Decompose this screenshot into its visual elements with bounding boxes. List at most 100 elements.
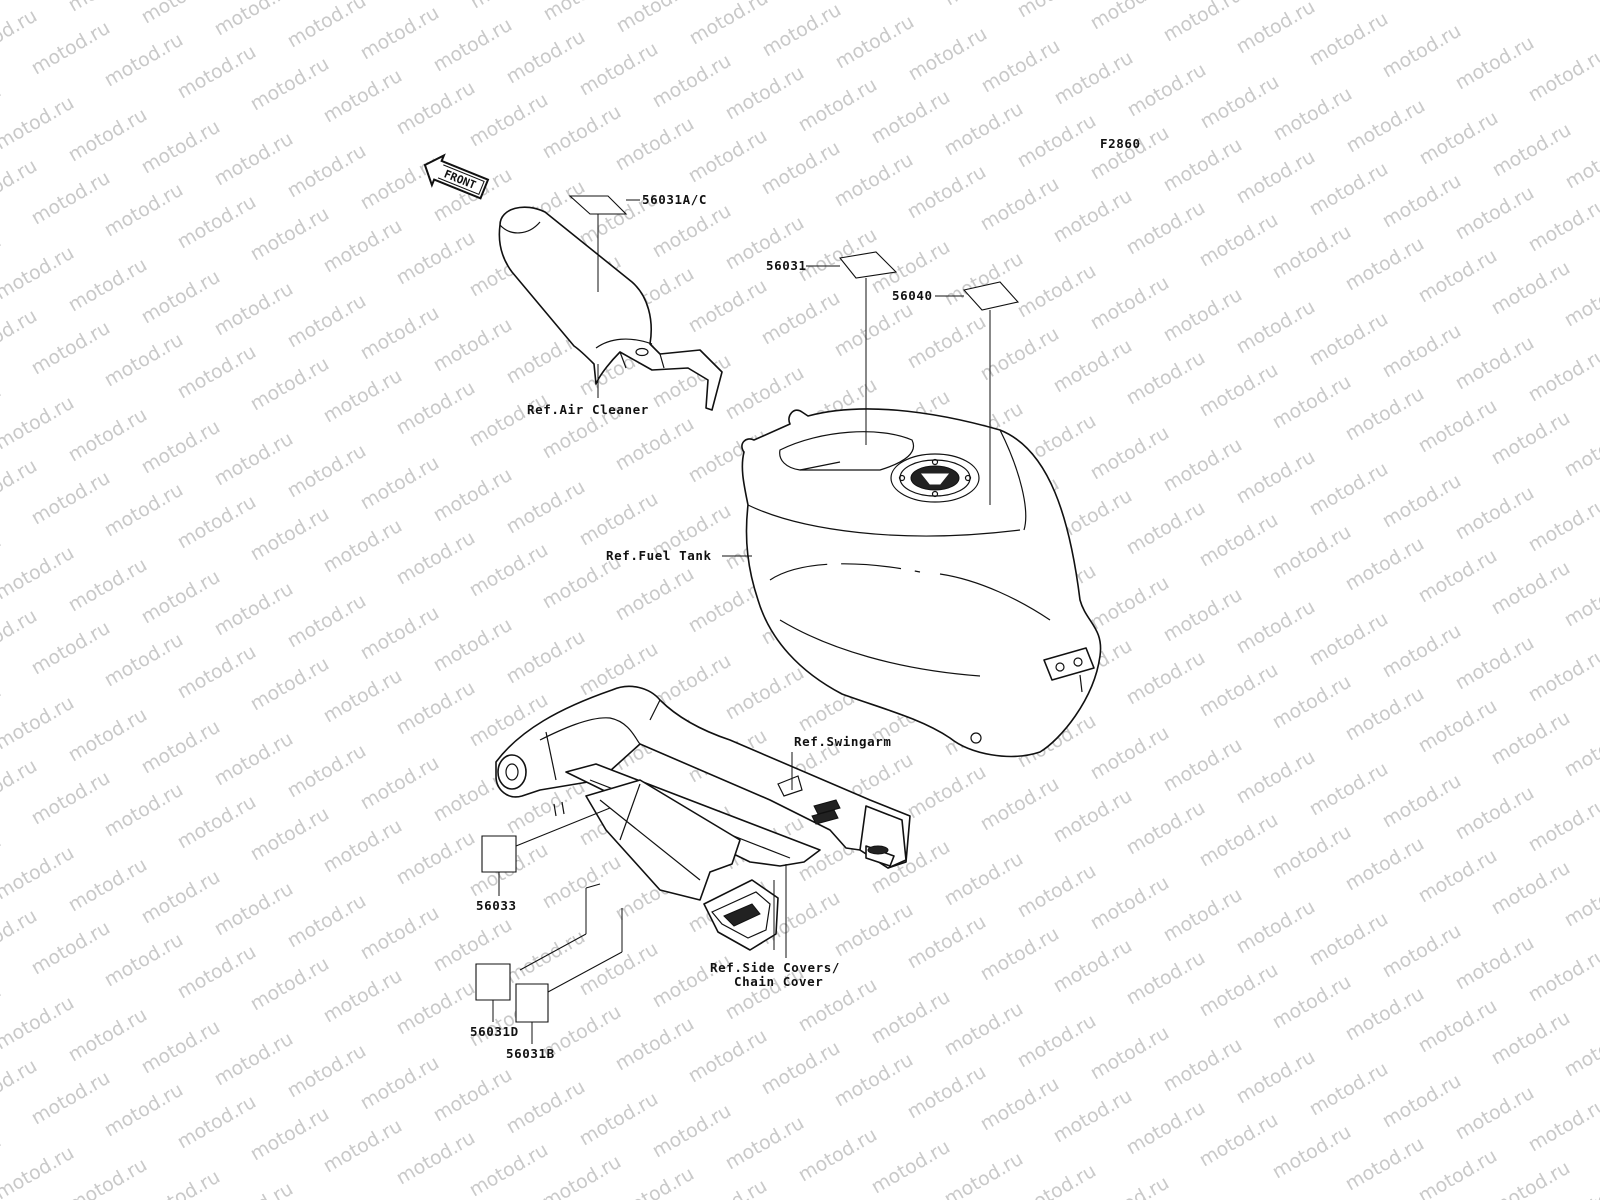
watermark-text: motod.ru — [174, 491, 260, 554]
watermark-text: motod.ru — [1050, 335, 1136, 398]
watermark-text: motod.ru — [1415, 845, 1501, 908]
watermark-text: motod.ru — [357, 452, 443, 515]
watermark-text: motod.ru — [394, 0, 480, 1]
watermark-text: motod.ru — [977, 1073, 1063, 1136]
sticker-56033 — [481, 835, 517, 873]
watermark-text: motod.ru — [284, 440, 370, 503]
watermark-text: motod.ru — [1050, 185, 1136, 248]
watermark-text: motod.ru — [101, 1079, 187, 1142]
watermark-text: motod.ru — [320, 665, 406, 728]
watermark-text: motod.ru — [211, 578, 297, 641]
watermark-text: motod.ru — [466, 389, 552, 452]
watermark-text: motod.ru — [320, 515, 406, 578]
sticker-56031 — [838, 251, 898, 279]
watermark-text: motod.ru — [174, 641, 260, 704]
watermark-text: motod.ru — [320, 65, 406, 128]
part-label-56033: 56033 — [476, 898, 517, 913]
watermark-text: motod.ru — [1233, 1046, 1319, 1109]
watermark-text: motod.ru — [0, 242, 78, 305]
watermark-text: motod.ru — [1087, 1022, 1173, 1085]
watermark-text: motod.ru — [247, 803, 333, 866]
watermark-text: motod.ru — [247, 953, 333, 1016]
watermark-text: motod.ru — [977, 773, 1063, 836]
watermark-text: motod.ru — [0, 992, 78, 1055]
watermark-text: motod.ru — [1269, 521, 1355, 584]
watermark-text: motod.ru — [832, 11, 918, 74]
ref-swingarm-label: Ref.Swingarm — [794, 734, 892, 749]
watermark-text: motod.ru — [0, 392, 78, 455]
watermark-text: motod.ru — [1233, 0, 1319, 58]
watermark-text: motod.ru — [1342, 533, 1428, 596]
watermark-text: motod.ru — [211, 878, 297, 941]
watermark-text: motod.ru — [393, 227, 479, 290]
watermark-text: motod.ru — [1525, 944, 1600, 1007]
watermark-text: motod.ru — [758, 287, 844, 350]
watermark-text: motod.ru — [1233, 146, 1319, 209]
watermark-text: motod.ru — [211, 728, 297, 791]
watermark-text: motod.ru — [795, 1124, 881, 1187]
watermark-text: motod.ru — [1160, 734, 1246, 797]
watermark-text: motod.ru — [1416, 107, 1502, 170]
watermark-text: motod.ru — [357, 1052, 443, 1115]
watermark-text: motod.ru — [612, 413, 698, 476]
watermark-text: motod.ru — [503, 926, 589, 989]
watermark-text: motod.ru — [174, 341, 260, 404]
watermark-text: motod.ru — [28, 1067, 114, 1130]
watermark-text: motod.ru — [284, 590, 370, 653]
watermark-text: motod.ru — [539, 851, 625, 914]
watermark-text: motod.ru — [28, 467, 114, 530]
watermark-text: motod.ru — [831, 899, 917, 962]
watermark-text: motod.ru — [28, 767, 114, 830]
watermark-text: motod.ru — [759, 0, 845, 61]
watermark-text: motod.ru — [576, 938, 662, 1001]
watermark-text: motod.ru — [612, 113, 698, 176]
watermark-text: motod.ru — [138, 116, 224, 179]
watermark-text: motod.ru — [540, 0, 626, 25]
watermark-text: motod.ru — [941, 848, 1027, 911]
watermark-text: motod.ru — [1525, 494, 1600, 557]
watermark-text: motod.ru — [430, 614, 516, 677]
watermark-text: motod.ru — [1196, 1109, 1282, 1172]
watermark-text: motod.ru — [1343, 95, 1429, 158]
watermark-text: motod.ru — [211, 128, 297, 191]
watermark-text: motod.ru — [357, 902, 443, 965]
watermark-text: motod.ru — [1160, 134, 1246, 197]
watermark-text: motod.ru — [174, 941, 260, 1004]
watermark-text: motod.ru — [174, 41, 260, 104]
sticker-56040 — [962, 281, 1020, 311]
swingarm — [495, 685, 911, 951]
watermark-text: motod.ru — [685, 125, 771, 188]
air-cleaner-duct — [498, 206, 723, 411]
watermark-text: motod.ru — [649, 200, 735, 263]
watermark-text: motod.ru — [685, 275, 771, 338]
watermark-text: motod.ru — [1379, 1070, 1465, 1133]
watermark-text: motod.ru — [1379, 620, 1465, 683]
watermark-text: motod.ru — [357, 752, 443, 815]
watermark-text: motod.ru — [831, 149, 917, 212]
watermark-text: motod.ru — [1525, 44, 1600, 107]
watermark-text: motod.ru — [1123, 947, 1209, 1010]
watermark-text: motod.ru — [649, 1100, 735, 1163]
watermark-text: motod.ru — [1197, 71, 1283, 134]
watermark-text: motod.ru — [1379, 20, 1465, 83]
watermark-text: motod.ru — [1014, 860, 1100, 923]
fuel-tank — [741, 408, 1102, 758]
watermark-text: motod.ru — [904, 161, 990, 224]
watermark-text: motod.ru — [1050, 1085, 1136, 1148]
watermark-text: motod.ru — [1342, 383, 1428, 446]
watermark-text: motod.ru — [393, 1127, 479, 1190]
watermark-text: motod.ru — [1160, 884, 1246, 947]
watermark-text: motod.ru — [65, 404, 151, 467]
watermark-text: motod.ru — [1233, 446, 1319, 509]
watermark-text: motod.ru — [1160, 434, 1246, 497]
watermark-text: motod.ru — [466, 89, 552, 152]
watermark-text: motod.ru — [649, 50, 735, 113]
watermark-text: motod.ru — [1342, 833, 1428, 896]
watermark-text: motod.ru — [211, 278, 297, 341]
sticker-56031d — [475, 963, 511, 1001]
watermark-text: motod.ru — [1124, 59, 1210, 122]
watermark-text: motod.ru — [357, 602, 443, 665]
watermark-text: motod.ru — [1306, 908, 1392, 971]
watermark-text: motod.ru — [685, 1175, 771, 1200]
watermark-text: motod.ru — [1306, 158, 1392, 221]
